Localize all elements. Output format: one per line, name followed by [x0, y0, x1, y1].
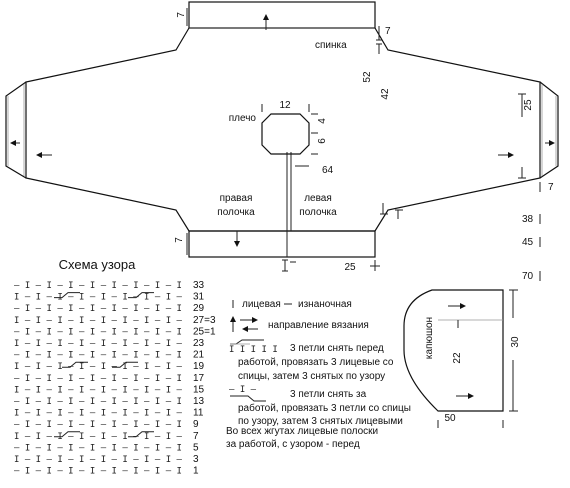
legend-knit: лицевая	[242, 299, 281, 310]
dim-52: 52	[362, 71, 373, 83]
label-right-front-1: правая	[220, 193, 253, 204]
row-number: 31	[193, 292, 205, 303]
dim-64: 64	[322, 165, 334, 176]
row-number: 23	[193, 338, 205, 349]
pattern-row: – I – I – I – I – I – I – I – I	[14, 327, 182, 337]
legend-note-2: за работой, с узором - перед	[226, 438, 360, 450]
pattern-row: I – I – I – I – I – I – I – I –	[14, 293, 183, 303]
label-right-front-2: полочка	[217, 207, 255, 218]
legend-cable-front-2: работой, провязать 3 лицевые со	[238, 356, 394, 368]
row-number: 11	[193, 408, 204, 419]
row-number: 21	[193, 350, 205, 361]
dimension-labels: 7 7 52 42 12 4 6 64 25 7 7 25 38 45 70	[174, 12, 554, 282]
pattern-row: I – I – I – I – I – I – I – I –	[14, 339, 183, 349]
dim-45: 45	[522, 237, 534, 248]
legend-cable-back-1: 3 петли снять за	[290, 389, 367, 400]
row-number: 9	[193, 419, 199, 430]
cable-cross	[128, 431, 154, 438]
hood-inner: 22	[452, 352, 463, 364]
pattern-row: – I – I – I – I – I – I – I – I	[14, 374, 182, 384]
dim-70: 70	[522, 271, 534, 282]
dim-top-rib: 7	[176, 12, 187, 18]
svg-text:I I I I I: I I I I I	[229, 345, 278, 355]
row-number: 7	[193, 431, 199, 442]
cable-cross	[54, 292, 80, 299]
dim-42: 42	[380, 88, 391, 100]
row-number: 27=3	[193, 315, 216, 326]
dim-25-right: 25	[523, 99, 534, 111]
cable-cross	[62, 361, 88, 368]
pattern-chart: Схема узора – I – I – I – I – I – I – I …	[14, 257, 216, 477]
legend-note-1: Во всех жгутах лицевые полоски	[226, 426, 378, 437]
pattern-row: I – I – I – I – I – I – I – I –	[14, 316, 183, 326]
dimension-ticks	[186, 8, 541, 281]
legend-cable-back-3: по узору, затем 3 снятых лицевыми	[238, 416, 403, 427]
hood-outline	[403, 289, 504, 412]
pattern-row: – I – I – I – I – I – I – I – I	[14, 351, 182, 361]
dim-7-bottom: 7	[174, 237, 185, 243]
row-number: 29	[193, 303, 205, 314]
row-number: 5	[193, 442, 199, 453]
dim-38: 38	[522, 214, 534, 225]
cable-cross	[54, 431, 80, 438]
pattern-title: Схема узора	[59, 257, 137, 272]
row-number: 15	[193, 384, 205, 395]
row-number: 1	[193, 466, 199, 477]
legend-purl: изнаночная	[298, 299, 352, 310]
right-cuff	[539, 81, 559, 179]
dim-6: 6	[317, 138, 328, 144]
cable-cross	[128, 292, 154, 299]
pattern-rows: – I – I – I – I – I – I – I – II – I – I…	[14, 281, 183, 477]
hood-height: 30	[510, 336, 521, 348]
back-top-rib	[188, 1, 376, 29]
dim-25-bottom: 25	[344, 262, 356, 273]
legend-cable-back-2: работой, провязать 3 петли со спицы	[238, 402, 411, 414]
left-cuff	[5, 81, 27, 179]
hood-schematic: капюшон 30 22 50	[403, 289, 521, 428]
hood-label: капюшон	[424, 317, 435, 359]
cable-cross	[112, 361, 138, 368]
legend-direction: направление вязания	[268, 320, 369, 331]
pattern-row: I – I – I – I – I – I – I – I –	[14, 455, 183, 465]
neck-opening	[261, 113, 310, 155]
legend: лицевая изнаночная направление вязания I…	[226, 299, 411, 450]
body-outline	[25, 27, 541, 232]
legend-cable-front-1: 3 петли снять перед	[290, 343, 384, 354]
pattern-row: – I – I – I – I – I – I – I – I	[14, 467, 182, 477]
dim-4: 4	[317, 118, 328, 124]
svg-text:– I –: – I –	[229, 385, 257, 395]
bottom-rib	[188, 230, 376, 258]
row-number: 33	[193, 280, 205, 291]
part-labels: спинка плечо правая полочка левая полочк…	[217, 40, 347, 218]
dim-12: 12	[279, 100, 291, 111]
pattern-row: – I – I – I – I – I – I – I – I	[14, 281, 182, 291]
hood-width: 50	[444, 413, 456, 424]
label-left-front-2: полочка	[299, 207, 337, 218]
row-number: 3	[193, 454, 199, 465]
pattern-row: I – I – I – I – I – I – I – I –	[14, 409, 183, 419]
label-left-front-1: левая	[304, 193, 332, 204]
sweater-outline	[5, 1, 559, 258]
row-number: 17	[193, 373, 205, 384]
direction-arrows	[10, 14, 555, 247]
dim-7-cuff: 7	[548, 182, 554, 193]
pattern-row: – I – I – I – I – I – I – I – I	[14, 397, 182, 407]
pattern-row: – I – I – I – I – I – I – I – I	[14, 420, 182, 430]
row-number: 19	[193, 361, 205, 372]
pattern-row: I – I – I – I – I – I – I – I –	[14, 362, 183, 372]
pattern-row: I – I – I – I – I – I – I – I –	[14, 385, 183, 395]
pattern-row: – I – I – I – I – I – I – I – I	[14, 443, 182, 453]
legend-cable-front-3: спицы, затем 3 снятых по узору	[238, 371, 385, 382]
row-number: 25=1	[193, 326, 216, 337]
pattern-row: – I – I – I – I – I – I – I – I	[14, 304, 182, 314]
label-back: спинка	[315, 40, 347, 51]
dim-top-right-rib: 7	[385, 26, 391, 37]
label-shoulder: плечо	[229, 113, 257, 124]
row-number: 13	[193, 396, 205, 407]
pattern-row: I – I – I – I – I – I – I – I –	[14, 432, 183, 442]
